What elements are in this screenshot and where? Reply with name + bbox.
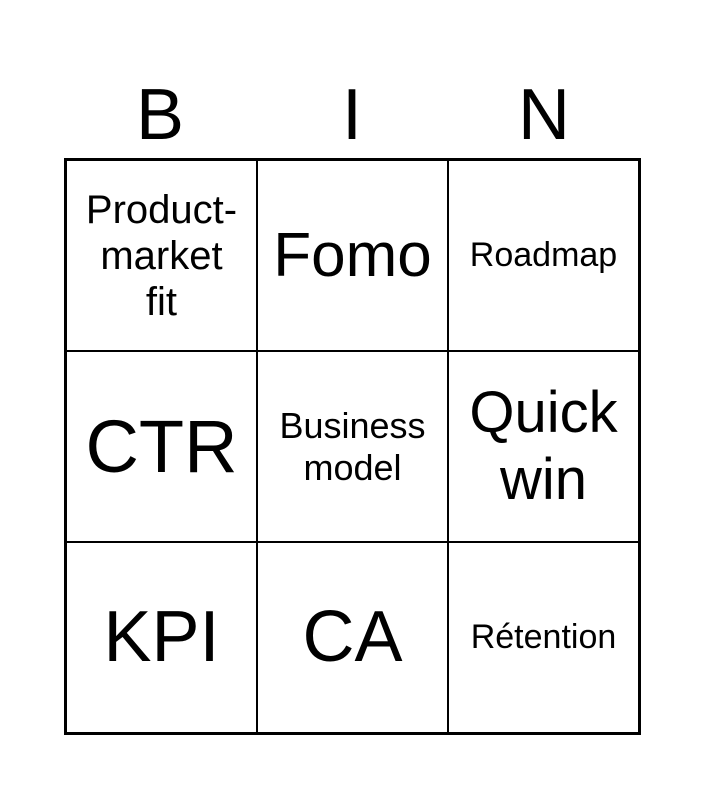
bingo-cell[interactable]: KPI — [66, 542, 257, 733]
cell-text: Roadmap — [469, 235, 618, 274]
bingo-cell[interactable]: Business model — [257, 351, 448, 542]
bingo-cell[interactable]: Rétention — [448, 542, 639, 733]
bingo-cell[interactable]: CA — [257, 542, 448, 733]
bingo-cell[interactable]: Fomo — [257, 160, 448, 351]
header-letter-b: B — [135, 75, 185, 155]
header-letter-n: N — [518, 75, 570, 155]
cell-text: Quick win — [469, 379, 618, 512]
bingo-cell[interactable]: Roadmap — [448, 160, 639, 351]
bingo-cell[interactable]: Quick win — [448, 351, 639, 542]
header-letter-i: I — [341, 75, 362, 155]
cell-text: Rétention — [470, 617, 617, 656]
cell-text: CA — [302, 597, 403, 678]
cell-text: Product- market fit — [85, 187, 238, 324]
cell-text: Fomo — [273, 220, 432, 290]
cell-text: KPI — [103, 597, 220, 678]
bingo-cell[interactable]: CTR — [66, 351, 257, 542]
bingo-cell[interactable]: Product- market fit — [66, 160, 257, 351]
cell-text: CTR — [85, 404, 238, 488]
cell-text: Business model — [279, 405, 426, 488]
